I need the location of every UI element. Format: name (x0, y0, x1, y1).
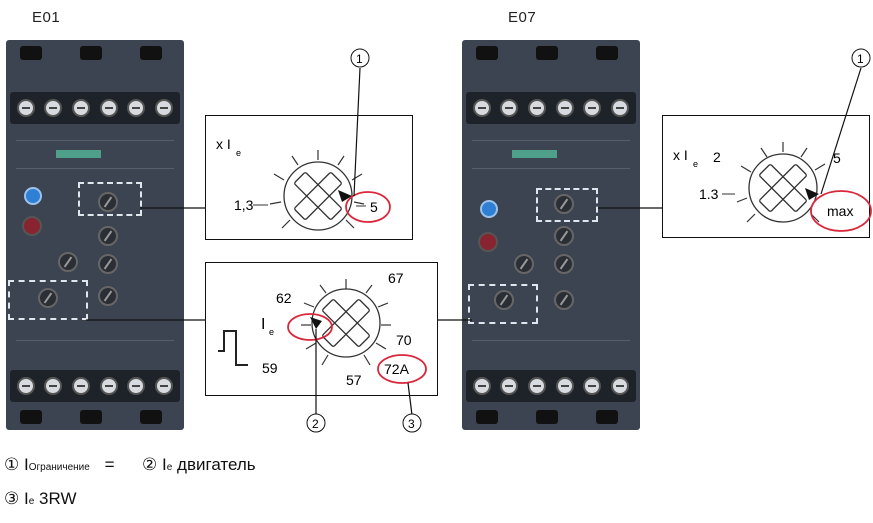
legend-number-1: ① (4, 455, 19, 474)
scale-mid-value: 2 (713, 149, 721, 165)
unit-subscript: e (236, 148, 241, 158)
unit-subscript: e (693, 159, 698, 169)
current-waveform-icon (218, 331, 248, 365)
dial-rated-current: I e 62 67 70 59 57 72A 2 3 (206, 263, 439, 397)
scale-max-value: max (827, 203, 853, 219)
unit-subscript: e (269, 327, 274, 337)
marker-number: 2 (312, 417, 319, 431)
scale-min-value: 1.3 (699, 186, 719, 202)
scale-value: 67 (388, 270, 404, 286)
highlight-ellipse-motor-current (288, 314, 332, 340)
legend-subscript-e: e (167, 462, 173, 473)
unit-label: I (261, 316, 265, 333)
legend-equals: = (95, 455, 125, 475)
legend-subscript-e: e (29, 496, 35, 507)
marker-number: 3 (408, 417, 415, 431)
callout-current-limit-e01: x I e 1,3 5 1 (205, 115, 413, 240)
legend-text-motor: двигатель (177, 455, 256, 474)
scale-value: 62 (276, 290, 292, 306)
callout-rated-current: I e 62 67 70 59 57 72A 2 3 (205, 262, 438, 396)
scale-max-value: 72A (384, 361, 410, 377)
highlight-ellipse (346, 192, 390, 222)
unit-label: x I (673, 147, 688, 163)
dial-current-limit-e07: x I e 2 1.3 5 max 1 (663, 116, 871, 239)
callout-current-limit-e07: x I e 2 1.3 5 max 1 (662, 115, 870, 238)
scale-value: 57 (346, 372, 362, 388)
marker-number: 1 (356, 52, 363, 66)
legend-line-1: ① IОграничение = ② Ie двигатель (4, 455, 256, 475)
legend-text-3rw: 3RW (39, 489, 76, 508)
marker-number: 1 (857, 52, 864, 66)
legend-line-2: ③ Ie 3RW (4, 489, 77, 509)
legend-number-2: ② (142, 455, 157, 474)
legend-number-3: ③ (4, 489, 19, 508)
scale-value: 59 (262, 360, 278, 376)
scale-value: 70 (396, 332, 412, 348)
unit-label: x I (216, 136, 231, 152)
scale-max-value: 5 (370, 199, 378, 215)
dial-current-limit-e01: x I e 1,3 5 1 (206, 116, 414, 241)
dial-pointer (338, 190, 352, 202)
legend-subscript-limit: Ограничение (29, 462, 90, 473)
scale-min-value: 1,3 (234, 197, 254, 213)
